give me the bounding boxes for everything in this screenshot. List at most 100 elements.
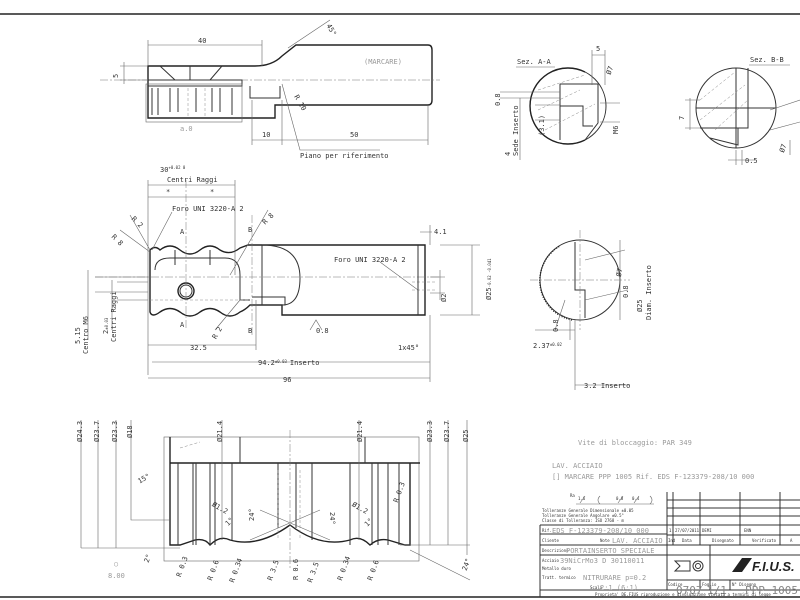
section-b-bottom: B [248,327,252,335]
reference-plane-label: Piano per riferimento [300,152,389,160]
header-verificato: Verificato [752,538,777,543]
rif-value: EDS F-123379-208/10 000 [552,527,649,535]
dia-left-0: Ø24.3 [76,421,84,442]
side-view-pocket [154,244,301,306]
section-aa-thread-arc [529,67,586,145]
section-b-top: B [248,226,252,234]
end-view-dim-0-8-a: 0.8 [622,285,630,298]
centri-raggi-2-label: Centri Raggi [110,291,118,342]
dim-5: 5 [112,74,120,78]
top-view-details [148,65,281,99]
angle-1-left: 1° [224,516,236,528]
end-view: Ø7 0.8 Ø25 Diam. Inserto 0.8 2.37±0.02 3… [530,230,653,390]
dia-left-2: Ø23.3 [111,421,119,442]
scala-label: Scala [590,585,603,590]
section-aa-dim-0-8: 0.8 [494,93,502,106]
angle-15: 15° [137,472,152,485]
radius-7: R 0.6 [366,559,381,582]
title-block-grid [539,492,800,597]
r8-left: R 8 [110,233,125,248]
section-aa-profile [559,83,599,141]
scala-value: 2:1 (6:1) [600,584,638,592]
dia-left-1: Ø23.7 [93,421,101,442]
foro-left-label: Foro UNI 3220-A 2 [172,205,244,213]
star-2: * [210,188,214,196]
rif-label: Rif. [542,528,552,533]
roughness-value-0: 1.6 [578,496,586,501]
angle-1-right: 1° [363,517,375,529]
centri-30-value: 30 [160,166,168,174]
side-view-dimension-lines [87,180,480,382]
dia-right-3: Ø25 [462,429,470,442]
end-view-dimension-lines [535,240,630,390]
section-aa-title: Sez. A-A [517,58,552,66]
bottom-view-box [163,436,420,562]
radius-3: R 3.5 [266,559,281,582]
foglio-label: Foglio [702,582,717,587]
angle-2: 2° [143,553,153,564]
chamfer-1x45: 1x45° [398,344,419,352]
side-view-centerlines [95,180,440,335]
radius-4: R 0.6 [292,559,300,580]
dim-94-2-tol: ±0.03 [275,359,288,364]
end-view-dim-3-2: 3.2 Inserto [584,382,630,390]
radius-8: R 0.3 [392,481,407,504]
side-view-hidden [150,281,435,301]
tratt-value: NITRURARE p=0.2 [583,574,646,582]
angle-45: 45° [325,23,338,38]
section-a-bottom: A [180,321,185,329]
bottom-view-grooves [177,437,400,545]
radius-10: R 10 [292,94,307,113]
dim-94-2-label: Inserto [290,359,320,367]
revision-0: 1 [669,528,672,533]
dim-32-5: 32.5 [190,344,207,352]
roughness-0-8: 0.8 [316,327,329,335]
dim-phi25-value: Ø25 [485,287,493,300]
dim-phi25-tol: -0.02 -0.041 [487,258,492,287]
bottom-view-outline [169,437,420,547]
top-view: 40 5 45° (MARCARE) R 10 10 50 Piano per … [100,19,440,160]
top-view-box [145,83,243,123]
end-view-dim-2-37: 2.37±0.02 [533,342,562,350]
star-1: * [166,188,170,196]
title-block: Rif. EDS F-123379-208/10 000 Cliente Not… [539,492,800,597]
notes: Vite di bloccaggio: PAR 349 LAV. ACCIAIO… [542,439,754,523]
centro-m6-label: Centro M6 [82,316,90,354]
revision-1: 27/07/2011 [675,528,700,533]
centro-m6-dim: 5.15 Centro M6 [74,316,90,354]
section-bb-dim-0-5: 0.5 [745,157,758,165]
bottom-view-dimension-lines [80,420,471,581]
note-label: Note [600,538,610,543]
angle-24-a: 24° [248,508,256,521]
roughness-prefix: Ra [570,493,575,498]
sede-inserto-dim: 4 Sede Inserto [504,105,520,156]
codice-value: 0707 [676,584,703,597]
fius-logo: F.I.U.S. [732,558,795,574]
r8-right: R 8 [261,212,276,227]
dim-2-37-tol: ±0.02 [550,342,563,347]
sede-inserto-label: Sede Inserto [512,105,520,156]
tolerance-2: Classe di Tolleranza: ISO 2768 - m [542,518,624,523]
phi-1-left: Ø1.2 [211,501,230,516]
disegno-label: N° Disegno [732,582,757,587]
projection-symbol-icon [673,560,704,572]
footer-note: Proprieta' DE.FIUS riproduzione e divulg… [595,592,771,597]
section-bb-dim-7: 7 [678,116,686,120]
sede-inserto-value: 4 [504,152,512,156]
end-view-dim-phi25: Ø25 [636,299,644,312]
screw-note: Vite di bloccaggio: PAR 349 [578,439,692,447]
radius-1: R 0.6 [206,559,221,582]
dim-40: 40 [198,37,206,45]
acciaio-value: 39NiCrMo3 D 30110011 [560,557,644,565]
cliente-label: Cliente [542,538,559,543]
section-bb: Sez. B-B 7 0.5 Ø7 [678,56,800,165]
section-aa-dim-3-1: (3.1) [538,115,546,136]
revision-4: ENN [744,528,752,533]
centri-raggi-label: Centri Raggi [167,176,218,184]
dim-phi25: Ø25-0.02 -0.041 [485,258,493,300]
end-view-knurl [539,245,573,321]
end-view-dim-phi7: Ø7 [615,268,624,278]
angle-24-c: 24° [461,557,473,572]
